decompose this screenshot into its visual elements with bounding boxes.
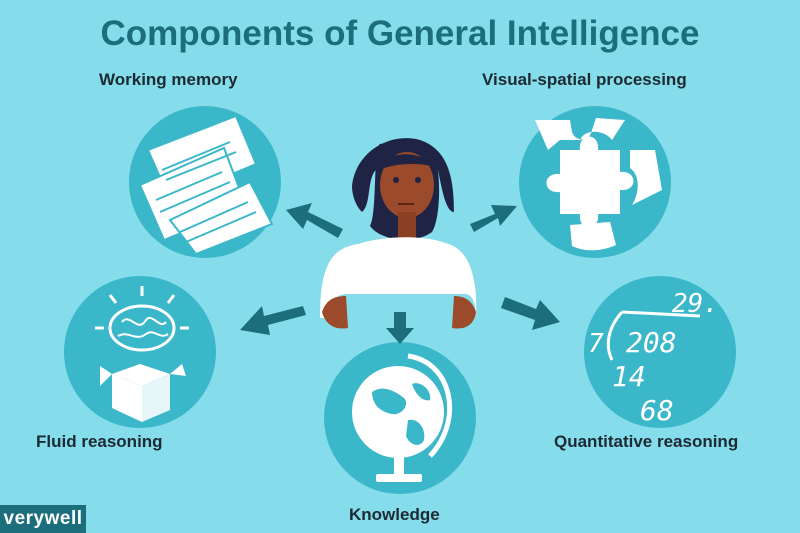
brain-box-icon xyxy=(95,286,189,422)
arrow-to-quantitative xyxy=(501,297,560,330)
label-visual-spatial: Visual-spatial processing xyxy=(482,70,687,89)
arrow-to-working-memory xyxy=(286,203,343,238)
quotient-text: 29. xyxy=(672,289,719,319)
person-illustration xyxy=(320,138,477,329)
arrow-to-knowledge xyxy=(386,312,414,344)
divisor-text: 7 xyxy=(588,329,604,359)
page-title: Components of General Intelligence xyxy=(100,14,700,53)
label-fluid-reasoning: Fluid reasoning xyxy=(36,432,163,451)
subtraction-text: 14 xyxy=(612,360,646,393)
arrow-to-visual-spatial xyxy=(470,205,517,232)
globe-icon xyxy=(352,353,453,482)
verywell-logo: verywell xyxy=(0,505,86,533)
arrow-to-fluid-reasoning xyxy=(240,306,306,335)
puzzle-piece-icon xyxy=(535,118,662,251)
dividend-text: 208 xyxy=(626,326,677,359)
papers-icon xyxy=(138,114,274,256)
label-quantitative-reasoning: Quantitative reasoning xyxy=(554,432,739,451)
fluid-reasoning-circle xyxy=(64,276,216,428)
label-knowledge: Knowledge xyxy=(349,505,440,524)
remainder-text: 68 xyxy=(640,394,674,427)
math-icon: 29. 7 208 14 68 xyxy=(588,289,719,427)
label-working-memory: Working memory xyxy=(99,70,238,89)
